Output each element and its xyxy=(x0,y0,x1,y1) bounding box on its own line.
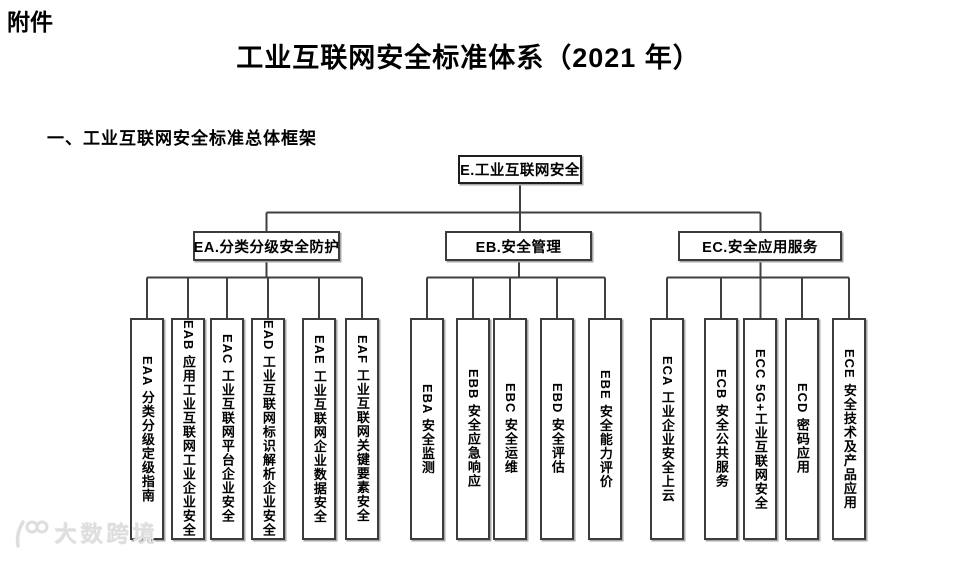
node-ecd: ECD 密码应用 xyxy=(785,318,819,540)
node-ec-label: EC.安全应用服务 xyxy=(702,239,818,256)
node-ebb-label: EBB 安全应急响应 xyxy=(465,369,481,489)
node-ead-label: EAD 工业互联网标识解析企业安全 xyxy=(260,320,276,538)
node-eac-label: EAC 工业互联网平台企业安全 xyxy=(219,334,235,524)
node-ebc: EBC 安全运维 xyxy=(493,318,527,540)
watermark: 大数跨境 xyxy=(8,516,159,550)
node-ebc-label: EBC 安全运维 xyxy=(502,383,518,475)
page-title: 工业互联网安全标准体系（2021 年） xyxy=(236,43,701,73)
node-eac: EAC 工业互联网平台企业安全 xyxy=(210,318,244,540)
node-ec: EC.安全应用服务 xyxy=(678,231,842,261)
node-ebb: EBB 安全应急响应 xyxy=(456,318,490,540)
node-eca-label: ECA 工业企业安全上云 xyxy=(659,355,675,503)
node-ebe: EBE 安全能力评价 xyxy=(588,318,622,540)
node-ea: EA.分类分级安全防护 xyxy=(193,231,340,261)
node-ecd-label: ECD 密码应用 xyxy=(794,383,810,475)
node-eaf: EAF 工业互联网关键要素安全 xyxy=(345,318,379,540)
node-eae: EAE 工业互联网企业数据安全 xyxy=(302,318,336,540)
node-ead: EAD 工业互联网标识解析企业安全 xyxy=(251,318,285,540)
dashukuajing-logo-icon xyxy=(15,520,49,548)
node-root-label: E.工业互联网安全 xyxy=(460,163,580,179)
node-eb: EB.安全管理 xyxy=(445,231,592,261)
node-ece-label: ECE 安全技术及产品应用 xyxy=(841,348,857,510)
node-ecb-label: ECB 安全公共服务 xyxy=(713,369,729,489)
node-eba: EBA 安全监测 xyxy=(410,318,444,540)
node-eae-label: EAE 工业互联网企业数据安全 xyxy=(311,334,327,524)
node-root: E.工业互联网安全 xyxy=(458,155,582,184)
node-eb-label: EB.安全管理 xyxy=(475,239,562,256)
node-ecb: ECB 安全公共服务 xyxy=(704,318,738,540)
root-connector xyxy=(265,184,762,231)
group-eb-connectors xyxy=(426,261,606,318)
node-eca: ECA 工业企业安全上云 xyxy=(650,318,684,540)
node-ecc: ECC 5G+工业互联网安全 xyxy=(743,318,777,540)
attachment-label: 附件 xyxy=(7,9,53,35)
node-eab-label: EAB 应用工业互联网工业企业安全 xyxy=(180,320,196,538)
node-ece: ECE 安全技术及产品应用 xyxy=(832,318,866,540)
node-eba-label: EBA 安全监测 xyxy=(419,383,435,475)
node-eab: EAB 应用工业互联网工业企业安全 xyxy=(171,318,205,540)
node-ebd: EBD 安全评估 xyxy=(540,318,574,540)
watermark-text: 大数跨境 xyxy=(55,522,160,547)
node-ebe-label: EBE 安全能力评价 xyxy=(597,369,613,489)
node-ebd-label: EBD 安全评估 xyxy=(549,383,565,475)
group-ec-connectors xyxy=(666,261,850,318)
node-eaf-label: EAF 工业互联网关键要素安全 xyxy=(354,335,370,523)
node-ea-label: EA.分类分级安全防护 xyxy=(193,239,340,256)
node-eaa-label: EAA 分类分级定级指南 xyxy=(139,355,155,503)
node-ecc-label: ECC 5G+工业互联网安全 xyxy=(752,348,768,510)
section-heading: 一、工业互联网安全标准总体框架 xyxy=(47,129,317,148)
group-ea-connectors xyxy=(146,261,363,318)
node-eaa: EAA 分类分级定级指南 xyxy=(130,318,164,540)
